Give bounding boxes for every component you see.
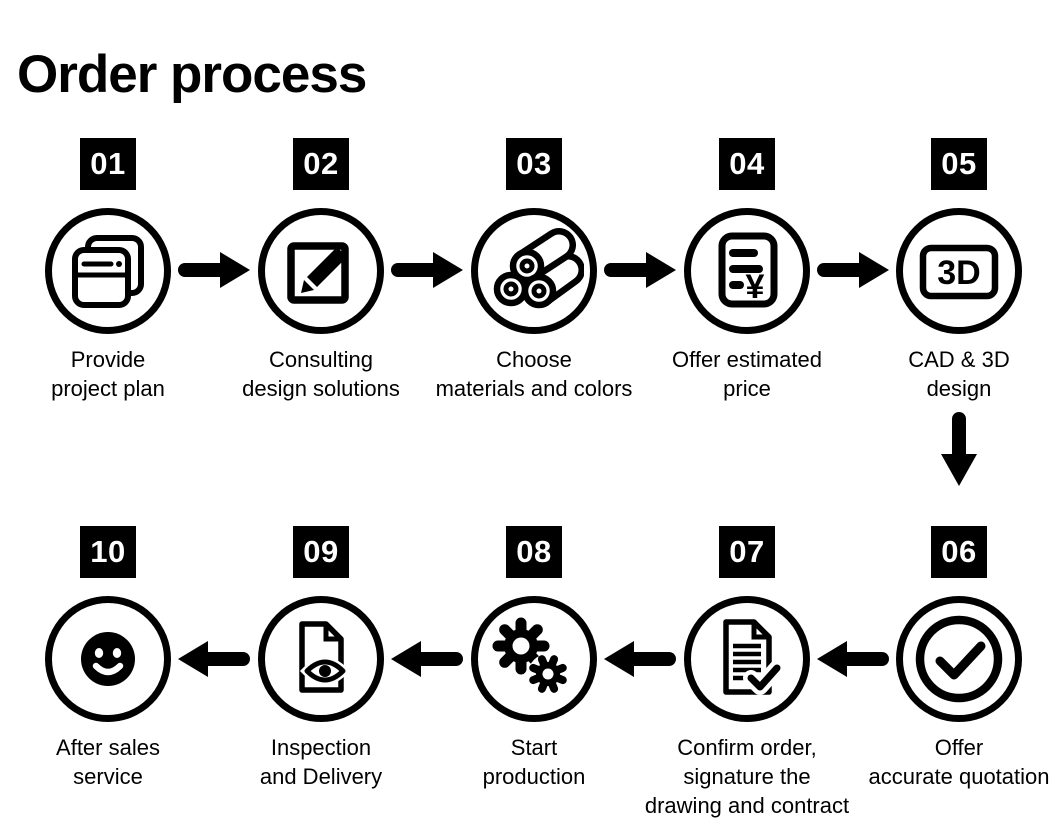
arrow-right-icon xyxy=(178,252,250,288)
step-label-line: design xyxy=(926,376,992,401)
step-01: 01 Provide project plan xyxy=(0,138,228,403)
step-label: After sales service xyxy=(56,733,160,791)
step-label: Provide project plan xyxy=(51,345,165,403)
step-label-line: Confirm order, xyxy=(677,735,817,760)
step-label: Consulting design solutions xyxy=(242,345,400,403)
step-number-badge: 06 xyxy=(931,526,987,578)
step-label-line: project plan xyxy=(51,376,165,401)
step-label: Start production xyxy=(483,733,586,791)
step-07: 07 Confirm order, signature the drawing … xyxy=(627,526,867,820)
3d-text: 3D xyxy=(937,254,980,292)
step-circle xyxy=(258,208,384,334)
step-number-badge: 07 xyxy=(719,526,775,578)
step-number-badge: 01 xyxy=(80,138,136,190)
step-label-line: production xyxy=(482,764,586,789)
step-circle xyxy=(258,596,384,722)
arrow-left-icon xyxy=(604,641,676,677)
step-label-line: drawing and contract xyxy=(644,793,850,818)
step-circle xyxy=(684,596,810,722)
arrow-down-icon xyxy=(941,412,977,486)
step-number-badge: 04 xyxy=(719,138,775,190)
step-circle xyxy=(471,596,597,722)
step-label-line: Inspection xyxy=(270,735,372,760)
material-pipes-icon xyxy=(493,228,584,309)
step-label: Offer estimated price xyxy=(672,345,822,403)
step-02: 02 Consulting design solutions xyxy=(201,138,441,403)
step-label: CAD & 3D design xyxy=(908,345,1009,403)
3d-design-icon: 3D xyxy=(919,244,999,300)
step-04: 04 ¥ Offer estimated price xyxy=(627,138,867,403)
step-label-line: Offer estimated xyxy=(672,347,822,372)
smiley-face-icon xyxy=(81,632,135,686)
step-label-line: signature the xyxy=(683,764,811,789)
step-label-line: and Delivery xyxy=(259,764,383,789)
step-label-line: Start xyxy=(510,735,558,760)
step-label: Choose materials and colors xyxy=(436,345,633,403)
document-check-icon xyxy=(723,619,785,695)
step-label-line: CAD & 3D xyxy=(908,347,1010,372)
arrow-right-icon xyxy=(817,252,889,288)
step-label-line: Offer xyxy=(934,735,984,760)
step-circle xyxy=(45,596,171,722)
step-10: 10 After sales service xyxy=(0,526,228,791)
project-plan-window-stack-icon xyxy=(72,235,144,308)
step-circle xyxy=(471,208,597,334)
arrow-left-icon xyxy=(178,641,250,677)
step-circle xyxy=(896,596,1022,722)
arrow-left-icon xyxy=(391,641,463,677)
step-label: Confirm order, signature the drawing and… xyxy=(645,733,849,820)
step-number-badge: 10 xyxy=(80,526,136,578)
step-label-line: service xyxy=(73,764,143,789)
step-label-line: Provide xyxy=(70,347,146,372)
step-number-badge: 08 xyxy=(506,526,562,578)
step-label-line: materials and colors xyxy=(435,376,633,401)
step-circle: ¥ xyxy=(684,208,810,334)
step-circle: 3D xyxy=(896,208,1022,334)
step-circle xyxy=(45,208,171,334)
step-number-badge: 02 xyxy=(293,138,349,190)
step-label-line: Choose xyxy=(496,347,572,372)
step-label-line: design solutions xyxy=(242,376,400,401)
price-invoice-yen-icon: ¥ xyxy=(718,232,778,308)
step-number-badge: 09 xyxy=(293,526,349,578)
step-label-line: accurate quotation xyxy=(868,764,1050,789)
arrow-left-icon xyxy=(817,641,889,677)
page-title: Order process xyxy=(17,45,367,104)
yen-symbol: ¥ xyxy=(746,268,765,306)
step-09: 09 Inspection and Delivery xyxy=(201,526,441,791)
step-label-line: After sales xyxy=(56,735,160,760)
step-label: Inspection and Delivery xyxy=(260,733,382,791)
document-eye-icon xyxy=(299,621,351,693)
step-03: 03 Choose materials and colors xyxy=(414,138,654,403)
gears-icon xyxy=(492,617,568,694)
edit-pencil-square-icon xyxy=(287,242,349,304)
step-label-line: Consulting xyxy=(269,347,373,372)
arrow-right-icon xyxy=(391,252,463,288)
step-number-badge: 03 xyxy=(506,138,562,190)
step-label-line: price xyxy=(723,376,771,401)
step-05: 05 3D CAD & 3D design xyxy=(839,138,1059,403)
check-circle-icon xyxy=(915,615,1003,703)
step-06: 06 Offer accurate quotation xyxy=(839,526,1059,791)
step-08: 08 xyxy=(414,526,654,791)
step-number-badge: 05 xyxy=(931,138,987,190)
step-label: Offer accurate quotation xyxy=(868,733,1049,791)
arrow-right-icon xyxy=(604,252,676,288)
